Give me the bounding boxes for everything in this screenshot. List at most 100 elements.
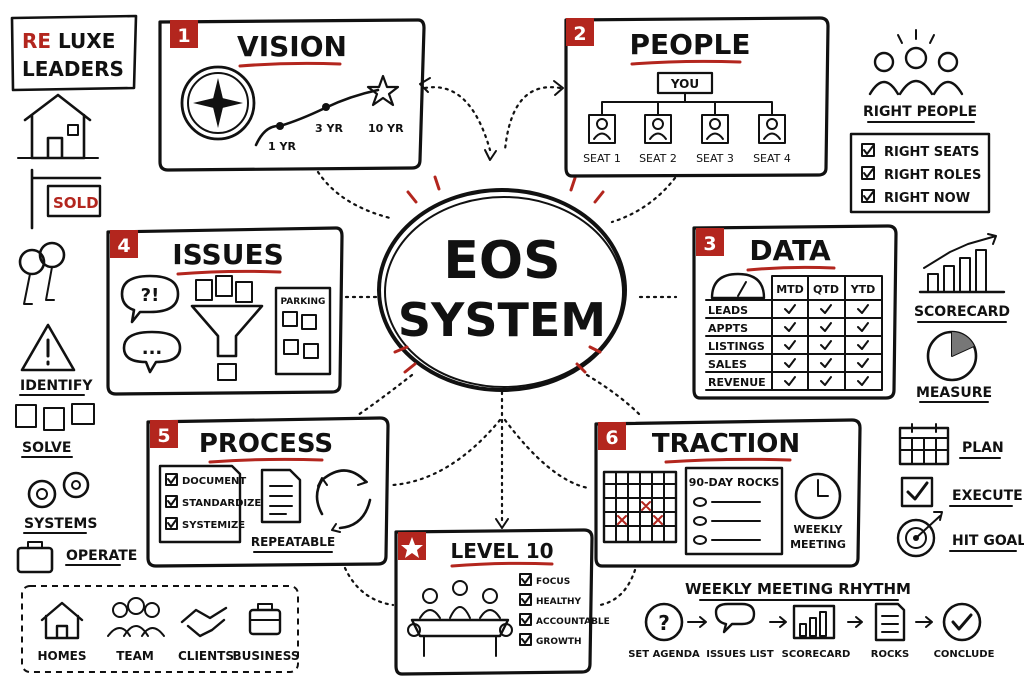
traction-title: TRACTION bbox=[652, 429, 800, 459]
row-leads: LEADS bbox=[708, 304, 748, 317]
row-sales: SALES bbox=[708, 358, 747, 371]
process-systemize: SYSTEMIZE bbox=[182, 520, 245, 531]
process-standardize: STANDARDIZE bbox=[182, 498, 261, 509]
center-title-1: EOS bbox=[443, 231, 560, 291]
check-right-roles: RIGHT ROLES bbox=[884, 168, 981, 183]
traction-rocks: 90-DAY ROCKS bbox=[689, 476, 780, 489]
compass-icon bbox=[180, 65, 256, 141]
level10-growth: GROWTH bbox=[536, 637, 582, 647]
rhythm-title: WEEKLY MEETING RHYTHM bbox=[685, 580, 911, 598]
house-icon bbox=[17, 93, 99, 160]
seat-4: SEAT 4 bbox=[753, 152, 791, 165]
level10-box: LEVEL 10 FOCUS HEALTHY ACCOUNTABLE GROWT… bbox=[394, 528, 610, 676]
row-listings: LISTINGS bbox=[708, 340, 765, 353]
vision-tick-2: 3 YR bbox=[315, 122, 343, 135]
right-people-label: RIGHT PEOPLE bbox=[863, 104, 977, 120]
check-box-icon bbox=[900, 476, 934, 508]
vision-tick-1: 1 YR bbox=[268, 140, 296, 153]
chat-bubble-icon bbox=[122, 330, 182, 374]
level10-accountable: ACCOUNTABLE bbox=[536, 617, 610, 627]
star-icon bbox=[366, 74, 400, 107]
issues-box: 4 ISSUES ?! ... PARKING bbox=[106, 226, 344, 396]
traction-weekly: WEEKLY bbox=[794, 523, 844, 536]
issues-title: ISSUES bbox=[172, 238, 284, 271]
gauge-icon bbox=[710, 272, 766, 300]
col-ytd: YTD bbox=[850, 283, 876, 296]
clock-icon bbox=[794, 472, 842, 520]
brand-re: RE bbox=[22, 29, 51, 53]
business-icon bbox=[248, 608, 282, 636]
briefcase-icon bbox=[16, 541, 54, 574]
identify-label: IDENTIFY bbox=[20, 378, 93, 394]
meeting-rhythm: WEEKLY MEETING RHYTHM ? SET AGENDA ISSUE… bbox=[628, 580, 994, 660]
measure-label: MEASURE bbox=[916, 385, 992, 401]
homes-label: HOMES bbox=[37, 649, 86, 663]
clients-label: CLIENTS bbox=[178, 649, 234, 663]
homes-icon bbox=[40, 601, 84, 640]
level10-healthy: HEALTHY bbox=[536, 597, 582, 607]
vision-title: VISION bbox=[237, 30, 347, 63]
step-set-agenda: SET AGENDA bbox=[628, 649, 700, 660]
business-label: BUSINESS bbox=[233, 649, 300, 663]
cycle-icon bbox=[315, 469, 372, 530]
star-badge-icon bbox=[401, 537, 423, 558]
conclude-check-icon bbox=[942, 602, 982, 642]
brand-logo: RE LUXE LEADERS bbox=[10, 14, 138, 92]
level10-title: LEVEL 10 bbox=[450, 539, 553, 563]
scorecard-icon bbox=[792, 604, 836, 640]
vision-box: 1 VISION 1 YR 3 YR 10 YR bbox=[158, 18, 426, 172]
connectors bbox=[316, 77, 678, 607]
vision-tick-3: 10 YR bbox=[368, 122, 404, 135]
handshake-icon bbox=[180, 606, 228, 638]
seat-icons bbox=[588, 114, 786, 144]
issues-list-icon bbox=[714, 602, 756, 634]
issues-parking: PARKING bbox=[281, 297, 326, 307]
traction-calendar-icon bbox=[602, 470, 678, 544]
data-number: 3 bbox=[703, 233, 716, 255]
hit-goals-label: HIT GOALS bbox=[952, 533, 1024, 549]
process-title: PROCESS bbox=[199, 429, 333, 459]
speech-bubble-icon bbox=[120, 274, 180, 324]
traction-number: 6 bbox=[605, 427, 618, 449]
row-appts: APPTS bbox=[708, 322, 748, 335]
people-you: YOU bbox=[670, 77, 699, 91]
operate-label: OPERATE bbox=[66, 548, 137, 564]
seat-2: SEAT 2 bbox=[639, 152, 677, 165]
rocks-list-icon bbox=[874, 602, 906, 642]
check-right-now: RIGHT NOW bbox=[884, 191, 970, 206]
level10-focus: FOCUS bbox=[536, 577, 570, 587]
step-scorecard: SCORECARD bbox=[782, 649, 851, 660]
parking-lot-icon bbox=[274, 286, 332, 376]
people-number: 2 bbox=[573, 23, 586, 45]
sold-sign-icon: SOLD bbox=[30, 168, 102, 230]
meeting-table-icon bbox=[407, 580, 513, 657]
team-icon bbox=[107, 625, 165, 637]
check-right-seats: RIGHT SEATS bbox=[884, 145, 979, 160]
scorecard-group: SCORECARD MEASURE bbox=[914, 233, 1010, 403]
data-title: DATA bbox=[749, 234, 831, 267]
brand-leaders: LEADERS bbox=[22, 57, 124, 81]
funnel-icon bbox=[190, 275, 264, 381]
process-document: DOCUMENT bbox=[182, 476, 246, 487]
warning-icon bbox=[20, 323, 76, 372]
issues-number: 4 bbox=[117, 235, 130, 257]
notes-icon bbox=[15, 403, 95, 431]
table-checks bbox=[784, 304, 869, 386]
question-icon bbox=[644, 602, 684, 642]
center-node: EOS SYSTEM bbox=[377, 175, 627, 392]
issues-dots: ... bbox=[142, 338, 163, 359]
gears-icon bbox=[27, 471, 90, 509]
traction-box: 6 TRACTION 90-DAY ROCKS WEEKLY MEETING bbox=[594, 418, 862, 568]
step-issues-list: ISSUES LIST bbox=[706, 649, 774, 660]
vision-number: 1 bbox=[177, 25, 190, 47]
document-list-icon bbox=[158, 464, 242, 544]
plan-group: PLAN EXECUTE HIT GOALS bbox=[896, 423, 1024, 558]
execute-label: EXECUTE bbox=[952, 488, 1023, 504]
plan-label: PLAN bbox=[962, 440, 1004, 456]
step-conclude: CONCLUDE bbox=[934, 649, 995, 660]
data-table: MTD QTD YTD LEADS APPTS LISTINGS SALES R… bbox=[705, 275, 883, 391]
row-revenue: REVENUE bbox=[708, 376, 766, 389]
scorecard-label: SCORECARD bbox=[914, 304, 1010, 320]
